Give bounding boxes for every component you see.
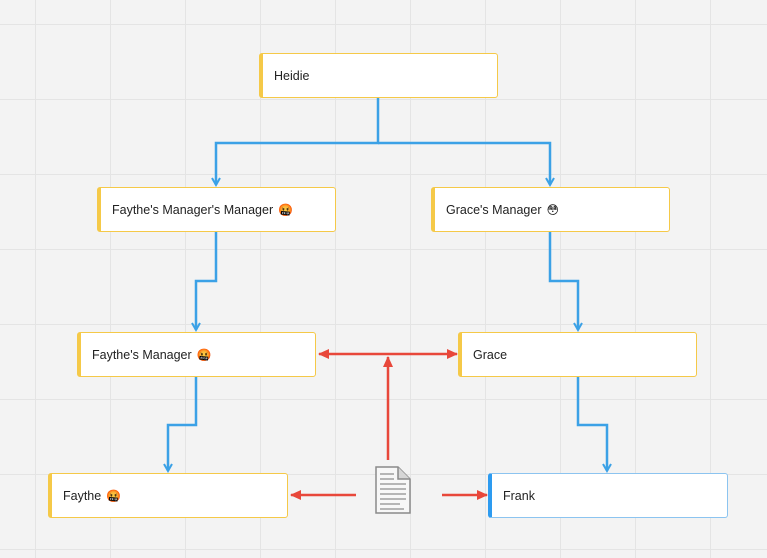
document-icon[interactable] [370, 465, 412, 515]
angry-face-emoji: 🤬 [278, 202, 294, 217]
node-frank[interactable]: Frank [488, 473, 728, 518]
node-heidie[interactable]: Heidie [259, 53, 498, 98]
edge-grace-to-frank[interactable] [576, 377, 607, 471]
node-faythes-manager[interactable]: Faythe's Manager 🤬 [77, 332, 316, 377]
node-label: Faythe's Manager's Manager [112, 202, 274, 217]
node-grace[interactable]: Grace [458, 332, 697, 377]
edge-heidie-to-ffmm[interactable] [216, 98, 380, 185]
flushed-face-emoji: 😳 [546, 202, 559, 217]
angry-face-emoji: 🤬 [106, 488, 122, 503]
node-graces-manager[interactable]: Grace's Manager 😳 [431, 187, 670, 232]
node-label: Frank [503, 488, 535, 503]
node-label: Faythe's Manager [92, 347, 192, 362]
node-label: Grace [473, 347, 508, 362]
edge-fm-to-faythe[interactable] [168, 377, 198, 471]
node-label: Heidie [274, 68, 310, 83]
angry-face-emoji: 🤬 [196, 347, 212, 362]
node-faythe[interactable]: Faythe 🤬 [48, 473, 288, 518]
node-faythes-managers-manager[interactable]: Faythe's Manager's Manager 🤬 [97, 187, 336, 232]
edge-ffmm-to-fm[interactable] [196, 232, 218, 330]
node-label: Grace's Manager [446, 202, 542, 217]
edge-gm-to-grace[interactable] [548, 232, 578, 330]
node-label: Faythe [63, 488, 102, 503]
edge-heidie-to-gm[interactable] [378, 141, 550, 185]
